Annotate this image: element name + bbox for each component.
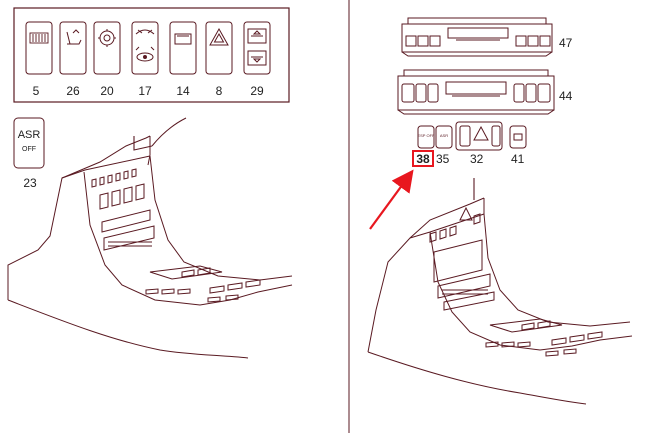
asr-switch-label: 23 — [23, 176, 37, 190]
switch-sunroof — [243, 21, 271, 75]
hazard-triangle-icon — [209, 27, 229, 46]
switch-rear-defrost — [25, 21, 53, 75]
right-panel: 47 44 — [367, 17, 633, 405]
mirror-adjust-icon — [135, 29, 155, 62]
switch-label: 29 — [250, 84, 264, 98]
part-label: 35 — [436, 152, 450, 166]
sunroof-icon — [247, 28, 267, 66]
tiny-button-label: ASR — [440, 133, 448, 138]
esp-off-button — [417, 125, 435, 149]
left-console-drawing — [7, 117, 293, 359]
part-label: 47 — [559, 36, 573, 50]
part-label: 32 — [470, 152, 484, 166]
switch-label: 17 — [138, 84, 152, 98]
tiny-button-label: ESP OFF — [417, 133, 435, 138]
highlighted-part-label: 38 — [416, 152, 430, 166]
switch-hazard — [205, 21, 233, 75]
window-icon — [174, 33, 192, 45]
red-pointer-arrow — [369, 169, 414, 230]
part-label: 41 — [511, 152, 525, 166]
highlight-box — [412, 150, 434, 167]
small-button-row — [417, 121, 527, 151]
switch-legend-box — [13, 7, 290, 103]
switch-label: 20 — [100, 84, 114, 98]
asr-button — [435, 125, 453, 149]
switch-window — [169, 21, 197, 75]
switch-mirror-adjust — [131, 21, 159, 75]
asr-switch-subtitle: OFF — [22, 146, 36, 153]
switch-label: 14 — [176, 84, 190, 98]
left-panel: 5 26 20 17 14 8 29 ASR OFF 23 — [7, 7, 293, 359]
switch-labels: 5 26 20 17 14 8 29 — [33, 84, 264, 98]
switch-rotary — [93, 21, 121, 75]
part-label: 44 — [559, 89, 573, 103]
right-console-drawing — [367, 178, 633, 405]
asr-switch-title: ASR — [18, 129, 41, 141]
switch-seat — [59, 21, 87, 75]
switch-label: 5 — [33, 84, 40, 98]
switch-label: 26 — [66, 84, 80, 98]
rear-defrost-icon — [29, 32, 49, 44]
seat-icon — [66, 29, 82, 45]
switch-label: 8 — [216, 84, 223, 98]
switch-module-47 — [401, 17, 553, 57]
hazard-triangle-icon — [473, 125, 489, 141]
hazard-cluster — [455, 121, 503, 151]
asr-off-switch: ASR OFF 23 — [13, 117, 45, 190]
switch-41 — [509, 125, 527, 149]
rotary-knob-icon — [98, 29, 116, 47]
switch-module-44 — [397, 69, 555, 115]
